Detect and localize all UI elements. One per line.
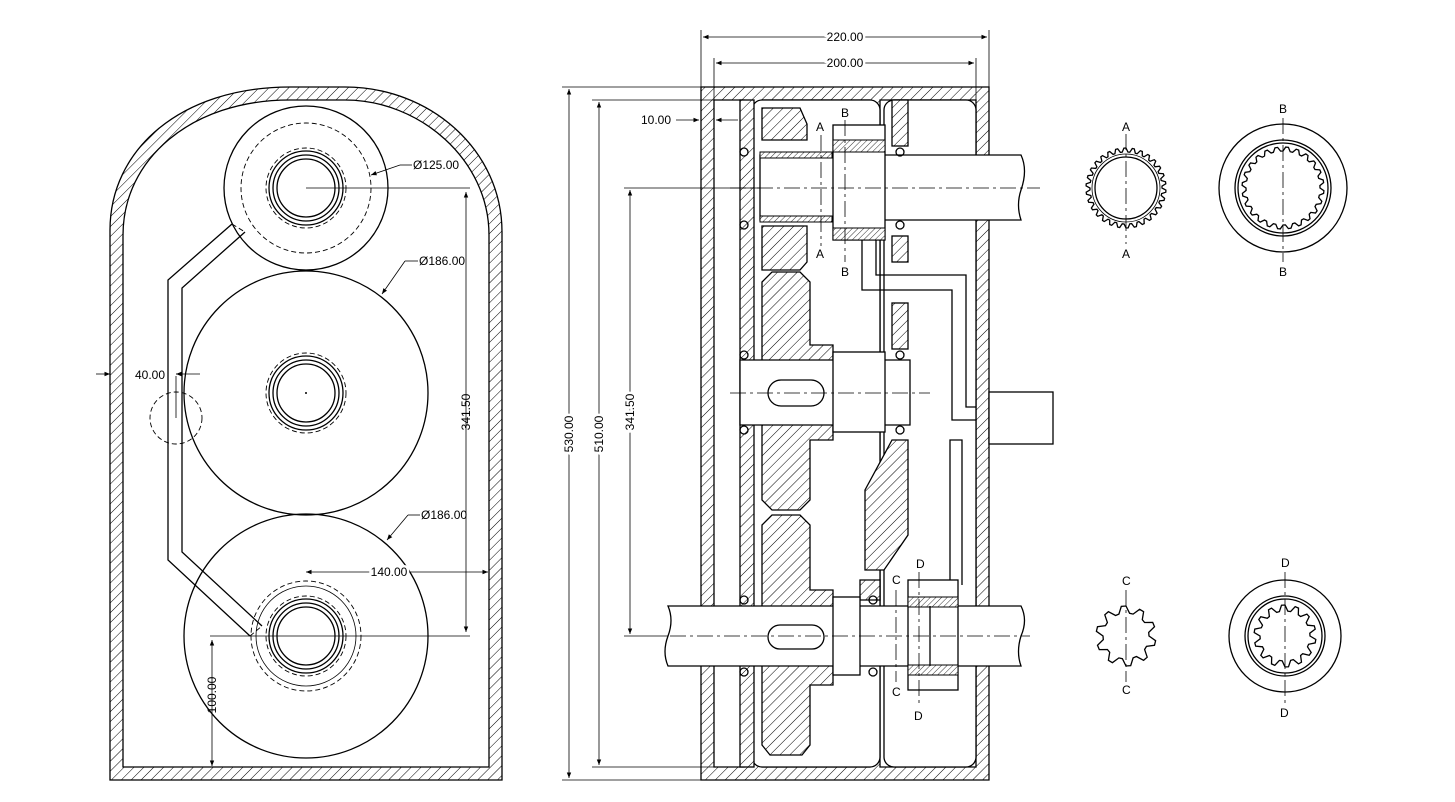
section-view: A A B B C C D D 220.00 200.00 10.00 530.…: [560, 28, 1054, 781]
section-label-a-bottom: A: [816, 247, 824, 261]
front-view: 341.50 140.00 40.00 100.00 Ø125.00 Ø186.…: [96, 86, 503, 781]
section-dim-height-inner: 510.00: [592, 415, 606, 452]
detail-section-d: D D: [1228, 556, 1342, 720]
section-dim-width-inner: 200.00: [827, 56, 864, 70]
section-label-b-bottom: B: [841, 265, 849, 279]
section-dim-width-outer: 220.00: [827, 30, 864, 44]
section-dim-center-distance: 341.50: [623, 393, 637, 430]
front-dim-bottom: 100.00: [205, 676, 219, 713]
section-shaft-top: [759, 154, 1026, 221]
detail-section-b: B B: [1218, 102, 1348, 279]
detail-label-b-top: B: [1279, 102, 1287, 116]
front-dim-center-distance: 341.50: [459, 393, 473, 430]
front-dim-bottom-diameter: Ø186.00: [421, 508, 467, 522]
front-dim-mid-diameter: Ø186.00: [419, 254, 465, 268]
section-label-a-top: A: [816, 120, 824, 134]
section-label-c-bottom: C: [892, 685, 901, 699]
section-label-d-bottom: D: [914, 709, 923, 723]
detail-label-a-top: A: [1122, 120, 1130, 134]
section-output-stub: [988, 391, 1054, 445]
section-label-b-top: B: [841, 106, 849, 120]
detail-section-a: A A: [1085, 120, 1167, 261]
detail-label-a-bottom: A: [1122, 247, 1130, 261]
section-dim-wall-thickness: 10.00: [641, 113, 671, 127]
front-oil-channel: [167, 223, 263, 637]
section-label-d-top: D: [916, 557, 925, 571]
section-oil-pipe: [861, 240, 976, 585]
front-housing-wall: [109, 86, 503, 781]
front-dim-top-diameter: Ø125.00: [413, 158, 459, 172]
detail-label-d-top: D: [1281, 556, 1290, 570]
section-dim-height-outer: 530.00: [562, 415, 576, 452]
front-dim-offset: 140.00: [371, 565, 408, 579]
front-shaft-mid: [265, 352, 347, 434]
detail-label-d-bottom: D: [1280, 706, 1289, 720]
detail-label-c-top: C: [1122, 574, 1131, 588]
detail-label-b-bottom: B: [1279, 265, 1287, 279]
detail-views: A A B B C C D D: [1085, 102, 1348, 720]
detail-label-c-bottom: C: [1122, 683, 1131, 697]
section-gear-top: [761, 107, 808, 141]
section-bearings: [739, 147, 905, 677]
detail-section-c: C C: [1095, 574, 1157, 697]
front-dim-wall: 40.00: [135, 368, 165, 382]
section-label-c-top: C: [892, 573, 901, 587]
